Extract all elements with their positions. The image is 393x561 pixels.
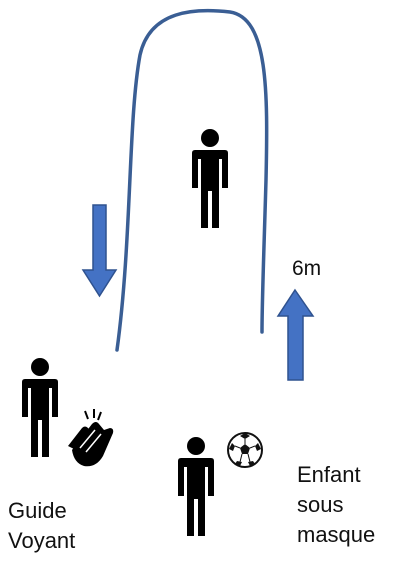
child-label-line: masque: [297, 522, 376, 547]
arrow-down-icon: [81, 204, 118, 298]
child-label-line: Enfant: [297, 462, 361, 487]
guide-label: Guide Voyant: [8, 496, 75, 556]
guide-label-line: Guide: [8, 498, 67, 523]
soccer-ball-icon: [227, 432, 263, 468]
guide-label-line: Voyant: [8, 528, 76, 553]
arrow-up-icon: [276, 288, 315, 381]
child-label-line: sous: [297, 492, 344, 517]
child-label: Enfant sous masque: [297, 460, 375, 550]
walking-path: [115, 8, 269, 352]
clapping-hands-icon: [68, 409, 114, 467]
person-icon: [22, 358, 58, 457]
person-icon: [178, 437, 214, 536]
person-icon: [192, 129, 228, 228]
distance-label: 6m: [292, 257, 322, 280]
